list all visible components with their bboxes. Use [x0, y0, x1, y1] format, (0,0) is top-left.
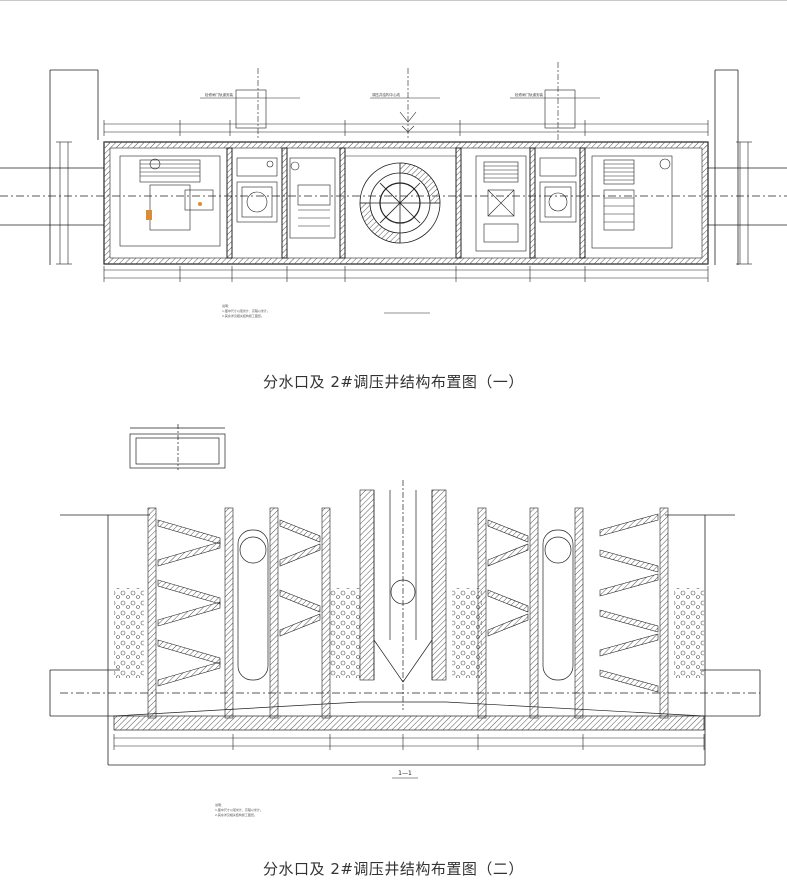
- svg-text:说明：: 说明：: [222, 303, 231, 308]
- section-view-drawing: 1—1 说明： 1.图中尺寸以毫米计，高程以米计。 2.其余详见相关结构施工图纸…: [49, 424, 761, 817]
- top-divider: [0, 0, 787, 1]
- svg-text:1.图中尺寸以毫米计，高程以米计。: 1.图中尺寸以毫米计，高程以米计。: [215, 807, 263, 812]
- svg-text:调压井结构中心线: 调压井结构中心线: [372, 92, 400, 97]
- figure-caption-1: 分水口及 2#调压井结构布置图（一）: [263, 373, 524, 391]
- svg-text:说明：: 说明：: [215, 802, 224, 807]
- figure-caption-2: 分水口及 2#调压井结构布置图（二）: [263, 860, 524, 878]
- svg-text:检修闸门轨道安装: 检修闸门轨道安装: [205, 92, 233, 97]
- section-label: 1—1: [398, 770, 412, 777]
- svg-text:1.图中尺寸以毫米计，高程以米计。: 1.图中尺寸以毫米计，高程以米计。: [222, 308, 270, 313]
- svg-text:2.其余详见相关结构施工图纸。: 2.其余详见相关结构施工图纸。: [222, 313, 264, 318]
- svg-text:2.其余详见相关结构施工图纸。: 2.其余详见相关结构施工图纸。: [215, 812, 257, 817]
- svg-text:检修闸门轨道安装: 检修闸门轨道安装: [515, 92, 543, 97]
- plan-view-drawing: 检修闸门轨道安装 调压井结构中心线 检修闸门轨道安装: [0, 62, 787, 318]
